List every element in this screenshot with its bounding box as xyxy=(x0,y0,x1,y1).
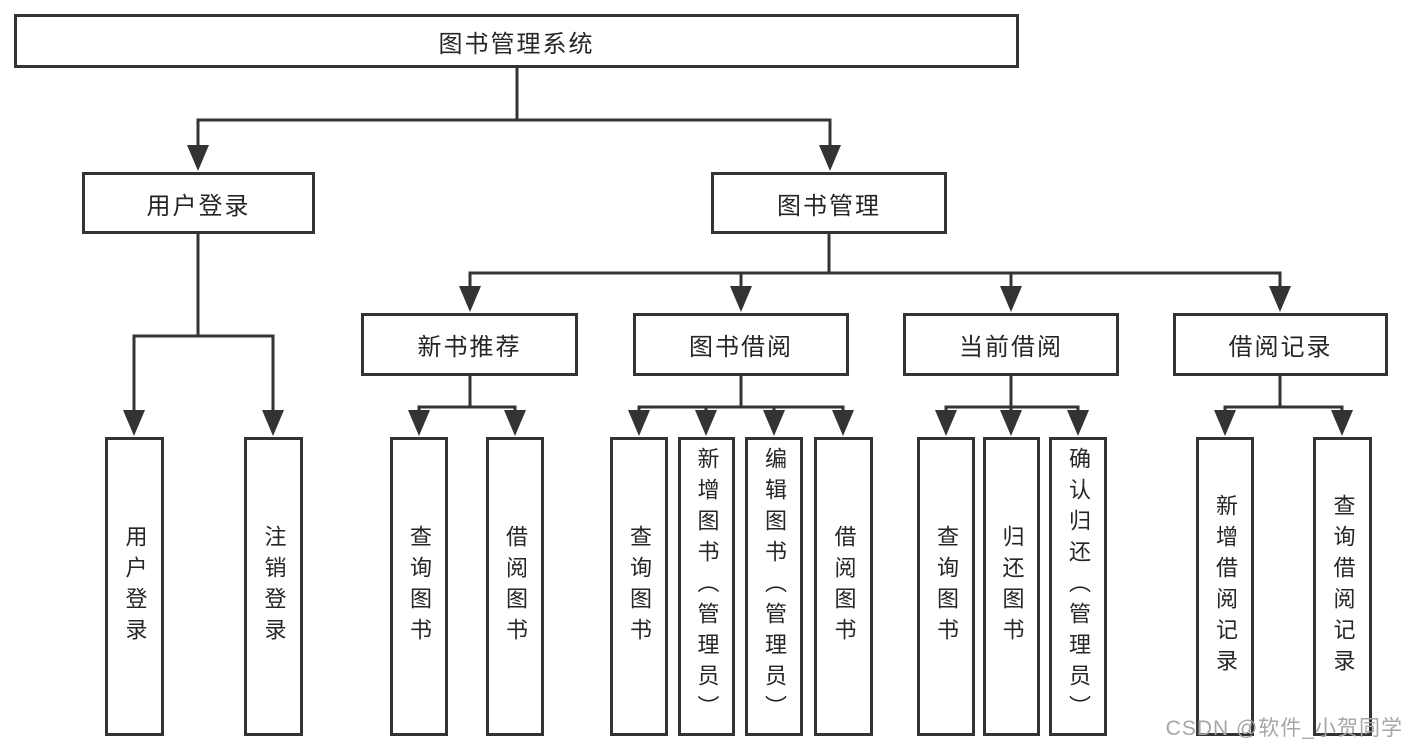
node-library-management-system: 图书管理系统 xyxy=(14,14,1019,68)
leaf-label: 借阅图书 xyxy=(831,524,857,649)
leaf-label: 查询图书 xyxy=(627,524,652,649)
leaf-label: 新增借阅记录 xyxy=(1213,493,1238,680)
node-current-borrowing: 当前借阅 xyxy=(903,313,1119,376)
node-label: 用户登录 xyxy=(146,192,251,220)
leaf-confirm-return-admin: 确认归还（管理员） xyxy=(1049,437,1107,736)
leaf-return-books: 归还图书 xyxy=(983,437,1040,736)
arrowheads xyxy=(123,145,1353,436)
leaf-label: 查询图书 xyxy=(934,524,959,649)
node-label: 当前借阅 xyxy=(959,334,1063,361)
leaf-user-login: 用户登录 xyxy=(105,437,164,736)
node-label: 图书管理系统 xyxy=(438,30,595,58)
node-user-login: 用户登录 xyxy=(82,172,315,234)
leaf-label: 查询借阅记录 xyxy=(1330,493,1356,680)
node-book-borrowing: 图书借阅 xyxy=(633,313,849,376)
leaf-logout: 注销登录 xyxy=(244,437,303,736)
leaf-label: 借阅图书 xyxy=(503,524,528,649)
leaf-label: 用户登录 xyxy=(122,524,148,649)
leaf-add-borrow-record: 新增借阅记录 xyxy=(1196,437,1254,736)
node-book-management: 图书管理 xyxy=(711,172,947,234)
node-borrowing-records: 借阅记录 xyxy=(1173,313,1388,376)
leaf-label: 编辑图书（管理员） xyxy=(762,447,787,726)
leaf-add-books-admin: 新增图书（管理员） xyxy=(678,437,735,736)
leaf-borrow-books-recommend: 借阅图书 xyxy=(486,437,544,736)
node-label: 图书管理 xyxy=(777,192,881,220)
node-label: 图书借阅 xyxy=(689,334,793,361)
node-label: 新书推荐 xyxy=(417,334,522,361)
leaf-query-books-recommend: 查询图书 xyxy=(390,437,448,736)
leaf-query-borrow-record: 查询借阅记录 xyxy=(1313,437,1372,736)
leaf-label: 新增图书（管理员） xyxy=(694,447,720,726)
node-new-book-recommendation: 新书推荐 xyxy=(361,313,578,376)
csdn-watermark: CSDN @软件_小贺同学 xyxy=(1165,717,1403,740)
leaf-edit-books-admin: 编辑图书（管理员） xyxy=(745,437,803,736)
leaf-label: 确认归还（管理员） xyxy=(1066,447,1091,726)
leaf-label: 查询图书 xyxy=(407,524,432,649)
leaf-borrow-books-borrowing: 借阅图书 xyxy=(814,437,873,736)
leaf-label: 注销登录 xyxy=(261,524,287,649)
node-label: 借阅记录 xyxy=(1228,334,1333,361)
leaf-label: 归还图书 xyxy=(999,524,1025,649)
leaf-query-books-borrowing: 查询图书 xyxy=(610,437,668,736)
leaf-query-books-current: 查询图书 xyxy=(917,437,975,736)
